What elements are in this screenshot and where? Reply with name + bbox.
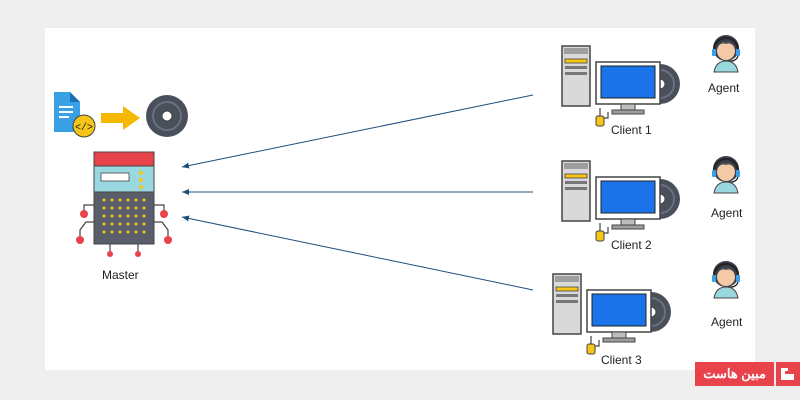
client-2-label: Client 2	[611, 238, 652, 252]
client-computer-icon	[561, 45, 681, 127]
server-icon	[76, 151, 172, 257]
brand-logo-icon	[776, 362, 800, 386]
transfer-arrow-icon	[101, 106, 140, 130]
client-3-label: Client 3	[601, 353, 642, 367]
client-1-label: Client 1	[611, 123, 652, 137]
brand-text: مبین هاست	[695, 362, 774, 386]
agent-2-label: Agent	[711, 206, 743, 220]
connection-arrow-1	[181, 94, 534, 169]
svg-text:</>: </>	[75, 122, 93, 134]
brand-badge: مبین هاست	[695, 362, 800, 386]
agent-headset-icon	[711, 260, 741, 299]
agent-headset-icon	[711, 155, 741, 194]
agent-1-label: Agent	[708, 81, 740, 95]
master-label: Master	[102, 268, 139, 282]
disc-icon	[146, 95, 188, 137]
document-code-icon: </>	[54, 92, 96, 138]
client-computer-icon	[561, 160, 681, 242]
connection-arrow-3	[181, 215, 534, 291]
client-computer-icon	[552, 273, 672, 355]
agent-headset-icon	[711, 34, 741, 73]
agent-3-label: Agent	[711, 315, 743, 329]
